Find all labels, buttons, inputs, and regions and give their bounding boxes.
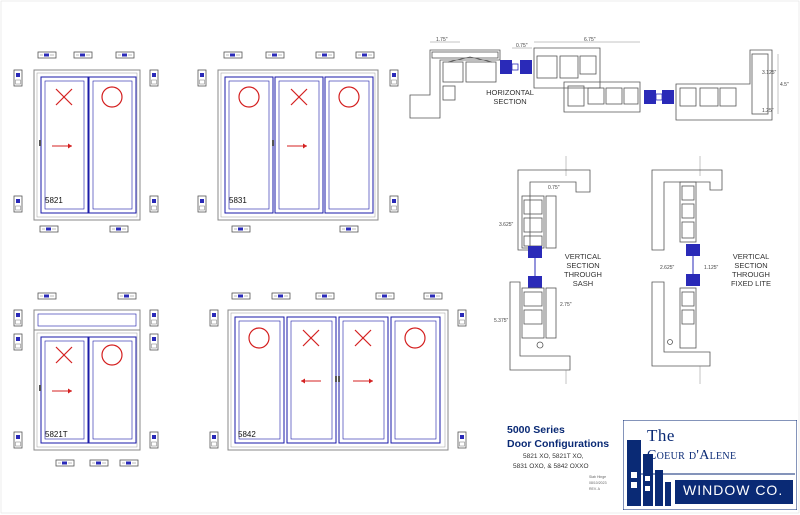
- dim-h5: 4.5": [780, 82, 789, 88]
- config-code-5821t: 5821T: [45, 430, 68, 439]
- dim-v4: 5.375": [494, 318, 509, 324]
- horizontal-section-detail: [409, 41, 779, 121]
- drawing-subtitle: Door Configurations: [507, 438, 610, 450]
- config-code-5831: 5831: [229, 196, 247, 205]
- vertical-sash-section-label: VERTICAL SECTION THROUGH SASH: [564, 252, 602, 288]
- dim-h4: 3.125": [762, 70, 777, 76]
- logo-word-name: Coeur d'Alene: [647, 448, 737, 463]
- title-note-1: Slab Hinge: [589, 475, 607, 479]
- dim-h1: 1.75": [436, 37, 448, 43]
- vertical-fixed-section-label: VERTICAL SECTION THROUGH FIXED LITE: [730, 252, 771, 288]
- config-code-5842: 5842: [238, 430, 256, 439]
- logo-graphic: [622, 419, 798, 511]
- vertical-section-sash-detail: [509, 156, 591, 384]
- dim-v3: 2.75": [560, 302, 572, 308]
- dim-h3: 6.75": [584, 37, 596, 43]
- config-list-line2: 5831 OXO, & 5842 OXXO: [513, 463, 589, 470]
- title-block: 5000 Series Door Configurations 5821 XO,…: [505, 419, 798, 511]
- dim-h6: 1.25": [762, 108, 774, 114]
- config-list-line1: 5821 XO, 5821T XO,: [523, 453, 584, 460]
- vertical-section-fixed-detail: [651, 156, 723, 384]
- title-note-3: REV. A: [589, 487, 600, 491]
- dim-v1: 3.625": [499, 222, 514, 228]
- dim-h2: 0.75": [516, 43, 528, 49]
- horizontal-section-label: HORIZONTAL SECTION: [486, 88, 534, 106]
- dim-v2: 0.75": [548, 185, 560, 191]
- company-logo: The Coeur d'Alene WINDOW CO.: [622, 419, 798, 511]
- dim-v6: 1.125": [704, 265, 719, 271]
- config-5821t-elevation: [13, 292, 159, 467]
- config-5821-elevation: [13, 51, 159, 233]
- config-5831-elevation: [197, 51, 399, 233]
- config-5842-elevation: [209, 292, 467, 451]
- logo-word-the: The: [647, 426, 675, 445]
- config-code-5821: 5821: [45, 196, 63, 205]
- series-title: 5000 Series: [507, 424, 565, 436]
- logo-word-window-co: WINDOW CO.: [683, 482, 784, 498]
- dim-v5: 2.625": [660, 265, 675, 271]
- title-note-2: 08/10/2023: [589, 481, 607, 485]
